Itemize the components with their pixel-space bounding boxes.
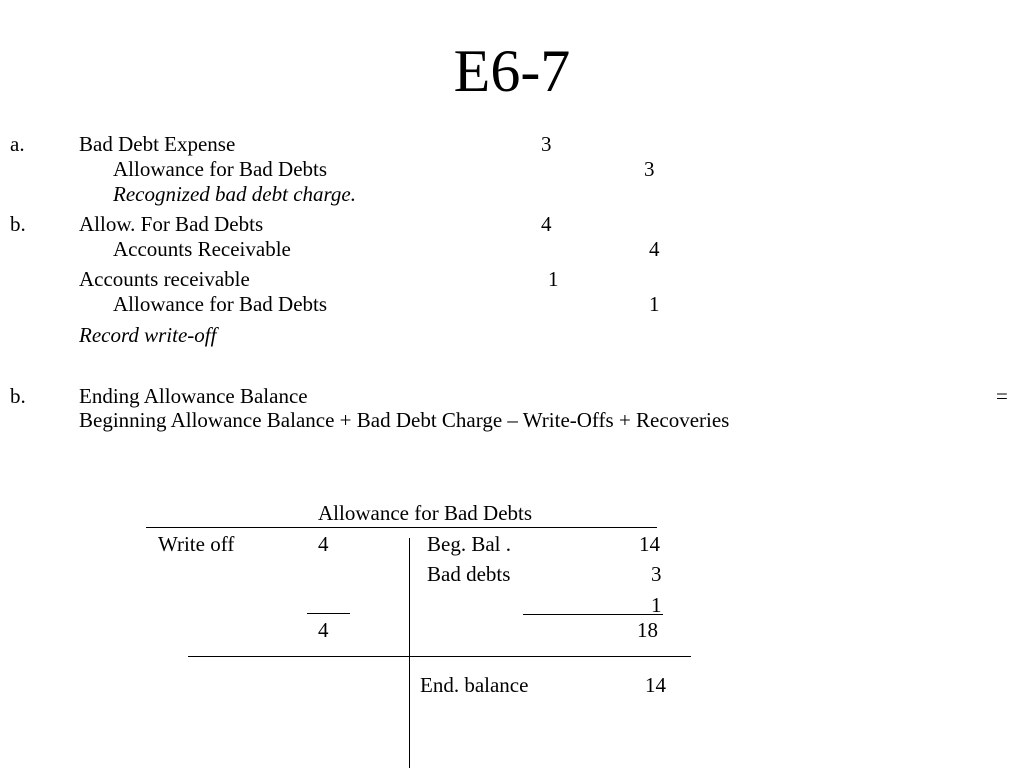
slide-title: E6-7	[453, 38, 571, 104]
part-a-debit-amount: 3	[541, 132, 552, 156]
t-account-title: Allowance for Bad Debts	[318, 501, 533, 525]
part-b1-marker: b.	[10, 212, 26, 236]
formula-line-1: Ending Allowance Balance	[79, 384, 308, 408]
credit-row-label: Bad debts	[427, 562, 511, 586]
ending-balance-amount: 14	[645, 673, 666, 697]
debit-subtotal-rule	[307, 613, 350, 614]
entry2-debit-amount: 1	[548, 267, 559, 291]
formula-line-2: Beginning Allowance Balance + Bad Debt C…	[79, 408, 730, 432]
part-a-credit-account: Allowance for Bad Debts	[113, 157, 328, 181]
ending-balance-label: End. balance	[420, 673, 529, 697]
debit-total: 4	[318, 618, 329, 642]
part-a-debit-account: Bad Debt Expense	[79, 132, 236, 156]
part-a-marker: a.	[10, 132, 25, 156]
entry1-debit-account: Allow. For Bad Debts	[79, 212, 264, 236]
entry1-credit-amount: 4	[649, 237, 660, 261]
part-b1-note: Record write-off	[79, 323, 217, 347]
debit-label: Write off	[158, 532, 235, 556]
credit-subtotal-rule	[523, 614, 663, 615]
formula-equals: =	[996, 384, 1008, 408]
t-account-vertical-rule	[409, 538, 410, 768]
entry2-credit-amount: 1	[649, 292, 660, 316]
t-account-bottom-rule	[188, 656, 691, 657]
credit-row-amount: 14	[639, 532, 660, 556]
entry1-debit-amount: 4	[541, 212, 552, 236]
part-a-note: Recognized bad debt charge.	[113, 182, 356, 206]
debit-amount: 4	[318, 532, 329, 556]
part-b2-marker: b.	[10, 384, 26, 408]
credit-row-label: Beg. Bal .	[427, 532, 511, 556]
entry2-debit-account: Accounts receivable	[79, 267, 250, 291]
credit-total: 18	[637, 618, 658, 642]
part-a-credit-amount: 3	[644, 157, 655, 181]
credit-row-amount: 1	[651, 593, 662, 617]
entry1-credit-account: Accounts Receivable	[113, 237, 291, 261]
credit-row-amount: 3	[651, 562, 662, 586]
entry2-credit-account: Allowance for Bad Debts	[113, 292, 328, 316]
t-account-top-rule	[146, 527, 657, 528]
